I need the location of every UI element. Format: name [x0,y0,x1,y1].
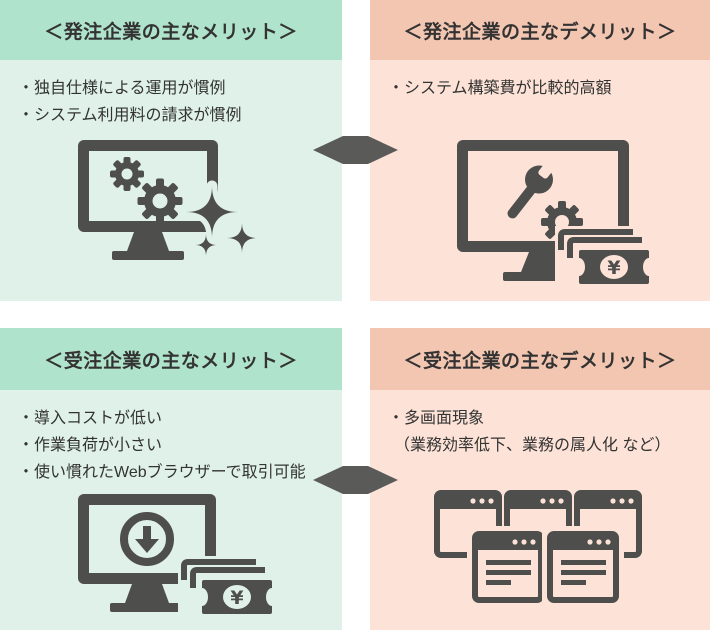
multiple-browser-windows-icon [434,490,642,608]
bullet-item: ・導入コストが低い [18,410,163,427]
bullet-item: ・独自仕様による運用が慣例 [18,80,226,97]
bullet-list: ・独自仕様による運用が慣例 ・システム利用料の請求が慣例 [0,60,342,129]
bullet-list: ・システム構築費が比較的高額 [370,60,710,102]
bullet-list: ・多画面現象 （業務効率低下、業務の属人化 など） [370,390,710,459]
swap-arrow-top-icon [313,136,398,164]
panel-supplier-merit-body: ・導入コストが低い ・作業負荷が小さい ・使い慣れたWebブラウザーで取引可能 [0,390,342,630]
panel-orderer-demerit: ＜発注企業の主なデメリット＞ ・システム構築費が比較的高額 [370,0,710,301]
bullet-item: ・使い慣れたWebブラウザーで取引可能 [18,464,306,481]
bullet-item: ・システム利用料の請求が慣例 [18,107,242,124]
panel-supplier-merit: ＜受注企業の主なメリット＞ ・導入コストが低い ・作業負荷が小さい ・使い慣れた… [0,328,342,630]
money-icon: ¥ [178,556,278,618]
back-windows [434,490,642,558]
bullet-list: ・導入コストが低い ・作業負荷が小さい ・使い慣れたWebブラウザーで取引可能 [0,390,342,486]
yen-symbol: ¥ [230,587,243,609]
bullet-item-continuation: （業務効率低下、業務の属人化 など） [394,437,671,454]
bullet-item: ・作業負荷が小さい [18,437,163,454]
bullet-item: ・多画面現象 [388,410,485,427]
bullet-item: ・システム構築費が比較的高額 [388,80,612,97]
panel-supplier-demerit-body: ・多画面現象 （業務効率低下、業務の属人化 など） [370,390,710,630]
panel-orderer-merit: ＜発注企業の主なメリット＞ ・独自仕様による運用が慣例 ・システム利用料の請求が… [0,0,342,301]
panel-supplier-merit-title: ＜受注企業の主なメリット＞ [0,328,342,390]
yen-symbol: ¥ [607,257,620,279]
sparkles [180,180,257,256]
panel-orderer-merit-body: ・独自仕様による運用が慣例 ・システム利用料の請求が慣例 [0,60,342,301]
panel-orderer-demerit-title: ＜発注企業の主なデメリット＞ [370,0,710,60]
panel-orderer-merit-title: ＜発注企業の主なメリット＞ [0,0,342,60]
wrench-icon [507,160,556,219]
panel-orderer-demerit-body: ・システム構築費が比較的高額 [370,60,710,301]
download-icon [120,512,174,566]
monitor-gears-sparkles-icon [78,140,257,260]
monitor-download-money-icon: ¥ [78,494,278,618]
money-icon: ¥ [555,226,655,288]
front-windows [467,526,624,608]
panel-supplier-demerit-title: ＜受注企業の主なデメリット＞ [370,328,710,390]
monitor-wrench-gear-money-icon: ¥ [457,140,655,288]
panel-supplier-demerit: ＜受注企業の主なデメリット＞ ・多画面現象 （業務効率低下、業務の属人化 など） [370,328,710,630]
swap-arrow-bottom-icon [313,466,398,494]
